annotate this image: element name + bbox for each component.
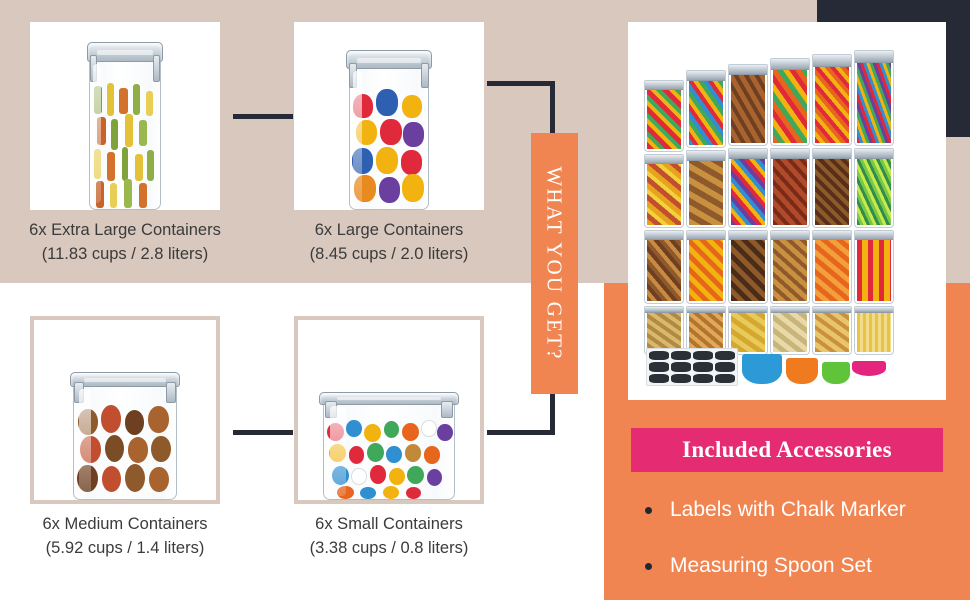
product-subtitle-extra-large: (11.83 cups / 2.8 liters) <box>41 245 209 263</box>
accessory-list-item-2: Measuring Spoon Set <box>631 548 951 584</box>
food-fill-pasta-shapes <box>74 401 175 499</box>
product-subtitle-medium: (5.92 cups / 1.4 liters) <box>45 539 205 557</box>
accessories-photo-group <box>646 338 916 386</box>
product-subtitle-small: (3.38 cups / 0.8 liters) <box>309 539 469 557</box>
product-caption-small: 6x Small Containers (3.38 cups / 0.8 lit… <box>310 512 469 560</box>
container-illustration-small <box>319 392 459 500</box>
bullet-icon <box>645 506 652 514</box>
product-cell-medium: 6x Medium Containers (5.92 cups / 1.4 li… <box>30 316 220 571</box>
product-photo-panel <box>628 22 946 400</box>
accessory-label-1: Labels with Chalk Marker <box>670 498 906 521</box>
product-image-medium <box>30 316 220 504</box>
included-accessories-banner: Included Accessories <box>631 428 943 472</box>
measuring-cup-green <box>822 362 850 384</box>
measuring-cup-orange <box>786 358 818 384</box>
food-fill-colored-candy-shells <box>350 87 429 209</box>
container-illustration-large <box>346 50 432 210</box>
product-image-extra-large <box>30 22 220 210</box>
measuring-bowl-blue <box>742 354 782 384</box>
accessories-list: Labels with Chalk Marker Measuring Spoon… <box>631 492 951 600</box>
product-caption-medium: 6x Medium Containers (5.92 cups / 1.4 li… <box>42 512 207 560</box>
container-stack-photo <box>644 40 894 355</box>
accessory-list-item-1: Labels with Chalk Marker <box>631 492 951 528</box>
product-title-extra-large: 6x Extra Large Containers <box>29 221 221 239</box>
connector-line-top-right <box>487 81 555 86</box>
product-image-small <box>294 316 484 504</box>
product-title-small: 6x Small Containers <box>315 515 463 533</box>
product-subtitle-large: (8.45 cups / 2.0 liters) <box>309 245 469 263</box>
product-caption-large: 6x Large Containers (8.45 cups / 2.0 lit… <box>310 218 469 266</box>
container-illustration-medium <box>70 372 180 500</box>
bullet-icon <box>645 562 652 570</box>
product-cell-small: 6x Small Containers (3.38 cups / 0.8 lit… <box>294 316 484 571</box>
product-title-large: 6x Large Containers <box>314 221 464 239</box>
product-title-medium: 6x Medium Containers <box>42 515 208 533</box>
connector-line-top-down <box>550 81 555 139</box>
included-accessories-title: Included Accessories <box>682 437 892 462</box>
connector-line-bottom-up <box>550 388 555 435</box>
food-fill-pasta-vegetables <box>90 81 159 209</box>
connector-line-bottom-right <box>487 430 555 435</box>
container-illustration-extra-large <box>87 42 163 210</box>
connector-line-bottom-horizontal <box>233 430 293 435</box>
accessory-label-2: Measuring Spoon Set <box>670 554 872 577</box>
product-image-large <box>294 22 484 210</box>
connector-line-top-horizontal <box>233 114 293 119</box>
chalkboard-labels-icon <box>646 348 738 386</box>
product-cell-extra-large: 6x Extra Large Containers (11.83 cups / … <box>29 22 221 277</box>
what-you-get-label: WHAT YOU GET? <box>543 166 568 361</box>
product-cell-large: 6x Large Containers (8.45 cups / 2.0 lit… <box>294 22 484 277</box>
food-fill-candy-buttons <box>324 417 454 499</box>
measuring-spoon-pink <box>852 361 886 376</box>
product-caption-extra-large: 6x Extra Large Containers (11.83 cups / … <box>29 218 221 266</box>
what-you-get-banner: WHAT YOU GET? <box>531 133 578 394</box>
